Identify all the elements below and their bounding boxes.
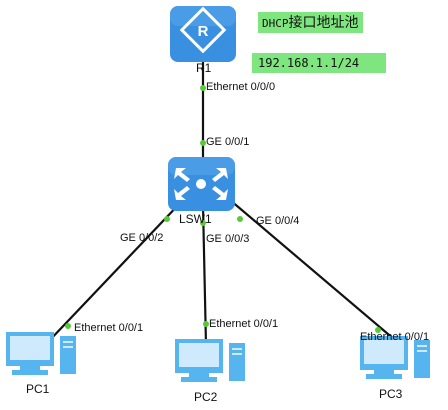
lsw1-port-ge001-label: GE 0/0/1 xyxy=(206,136,250,148)
port-dot-lsw1-ge004 xyxy=(237,216,243,222)
pc3-icon[interactable] xyxy=(360,336,430,379)
pc3-port-label: Ethernet 0/0/1 xyxy=(360,331,430,343)
dhcp-pool-suffix: 接口地址池 xyxy=(288,14,359,30)
r1-port-label: Ethernet 0/0/0 xyxy=(206,81,276,93)
lsw1-port-ge002-label: GE 0/0/2 xyxy=(120,232,164,244)
port-dot-lsw1-ge001 xyxy=(200,140,206,146)
port-dot-lsw1-ge002 xyxy=(164,216,170,222)
port-dot-pc2-eth001 xyxy=(203,321,209,327)
port-dot-lsw1-ge003 xyxy=(200,220,206,226)
link-lsw1-pc3 xyxy=(229,199,396,341)
router-label: R1 xyxy=(196,61,212,75)
pc2-port-label: Ethernet 0/0/1 xyxy=(209,318,279,330)
pc1-port-label: Ethernet 0/0/1 xyxy=(74,322,144,334)
pc2-label: PC2 xyxy=(194,390,218,404)
lsw1-port-ge003-label: GE 0/0/3 xyxy=(206,233,250,245)
port-dot-r1-eth000 xyxy=(200,85,206,91)
ip-address-note: 192.168.1.1/24 xyxy=(252,53,386,73)
pc2-icon[interactable] xyxy=(175,339,245,382)
switch-icon[interactable] xyxy=(168,157,235,211)
dhcp-pool-prefix: DHCP xyxy=(262,17,289,30)
port-dot-pc3-eth001 xyxy=(375,327,381,333)
pc3-label: PC3 xyxy=(379,387,403,401)
switch-label: LSW1 xyxy=(179,212,212,226)
link-lsw1-pc1 xyxy=(47,199,184,343)
router-icon[interactable]: R xyxy=(170,6,236,62)
pc1-label: PC1 xyxy=(26,382,50,396)
port-dot-pc1-eth001 xyxy=(65,323,71,329)
svg-text:R: R xyxy=(198,23,209,40)
port-dots xyxy=(65,85,381,333)
pc1-icon[interactable] xyxy=(6,332,76,375)
lsw1-port-ge004-label: GE 0/0/4 xyxy=(256,215,300,227)
dhcp-pool-note: DHCP接口地址池 xyxy=(258,12,363,33)
